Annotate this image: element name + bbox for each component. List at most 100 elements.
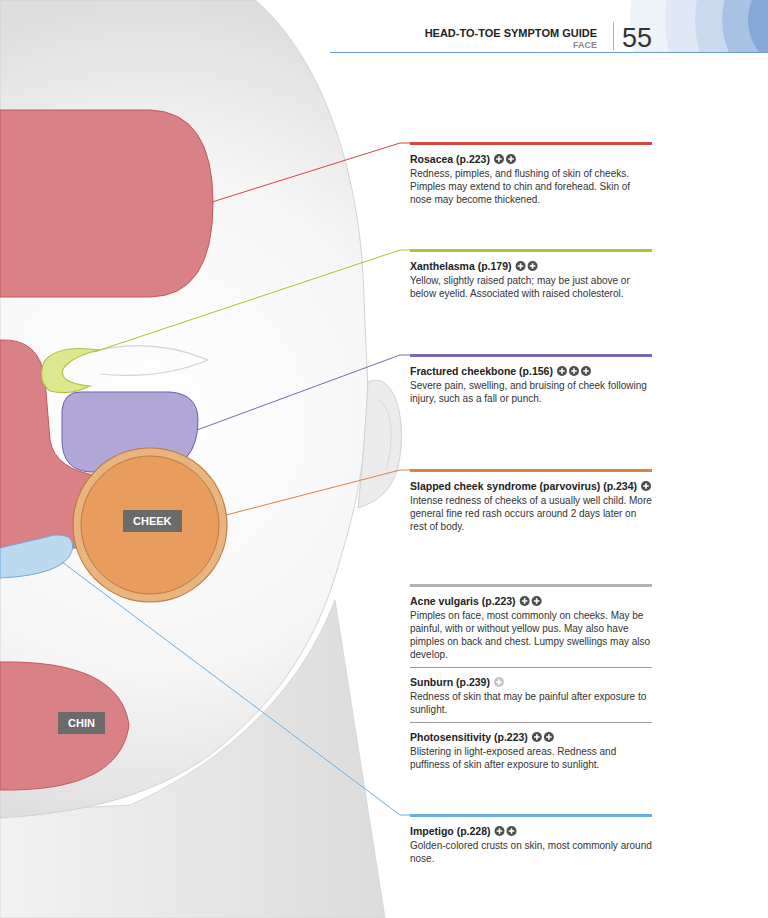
- corner-band: [665, 0, 768, 52]
- eye-outline: [92, 346, 208, 376]
- severity-icon-plus: [509, 828, 515, 834]
- severity-icon-plus: [496, 679, 502, 685]
- severity-icon-disc: [557, 366, 567, 376]
- ear: [358, 380, 401, 508]
- severity-icon-plus: [534, 598, 540, 604]
- lip-region: [0, 535, 73, 578]
- body-block: Redness, pimples, and flushing of skin o…: [410, 167, 652, 206]
- heading-block: Fractured cheekbone (p.156): [410, 361, 652, 379]
- severity-icon-disc: [532, 732, 542, 742]
- region-label: CHEEK: [123, 510, 182, 532]
- severity-icon: [532, 732, 542, 742]
- symptom-description: Golden-colored crusts on skin, most comm…: [410, 839, 652, 865]
- severity-icon: [569, 366, 579, 376]
- symptom-heading: Rosacea (p.223): [410, 153, 490, 165]
- severity-icon: [528, 261, 538, 271]
- severity-icon-plus: [496, 156, 502, 162]
- severity-icon-disc: [532, 596, 542, 606]
- severity-icon-plus: [508, 156, 514, 162]
- body-block: Severe pain, swelling, and bruising of c…: [410, 379, 652, 405]
- body-block: Blistering in light-exposed areas. Redne…: [410, 745, 652, 771]
- symptom-description: Redness of skin that may be painful afte…: [410, 690, 652, 716]
- severity-icon-disc: [544, 732, 554, 742]
- severity-icon: [544, 732, 554, 742]
- severity-icon: [516, 261, 526, 271]
- leader-line: [94, 250, 410, 352]
- severity-icon: [507, 826, 517, 836]
- symptom-heading: Sunburn (p.239): [410, 676, 490, 688]
- symptom-description: Blistering in light-exposed areas. Redne…: [410, 745, 652, 771]
- symptom-heading: Impetigo (p.228): [410, 825, 491, 837]
- symptom-callout: Sunburn (p.239) Redness of skin that may …: [410, 667, 652, 716]
- symptom-callout: Fractured cheekbone (p.156) Severe pain, …: [410, 354, 652, 405]
- severity-icon-disc: [641, 481, 651, 491]
- cheek-region-outer: [73, 448, 227, 602]
- symptom-heading: Fractured cheekbone (p.156): [410, 365, 553, 377]
- symptom-callout: Impetigo (p.228) Golden-colored crusts on…: [410, 814, 652, 865]
- heading-block: Slapped cheek syndrome (parvovirus) (p.2…: [410, 476, 652, 494]
- severity-icon-plus: [546, 734, 552, 740]
- forehead-region: [0, 110, 213, 297]
- severity-icon: [532, 596, 542, 606]
- severity-icon: [494, 677, 504, 687]
- leader-line: [226, 470, 410, 515]
- leader-line: [212, 143, 410, 202]
- symptom-heading: Slapped cheek syndrome (parvovirus) (p.2…: [410, 480, 637, 492]
- eyelid-region: [42, 349, 100, 393]
- body-block: Golden-colored crusts on skin, most comm…: [410, 839, 652, 865]
- symptom-callout: Rosacea (p.223) Redness, pimples, and flu…: [410, 142, 652, 206]
- symptom-description: Severe pain, swelling, and bruising of c…: [410, 379, 652, 405]
- severity-icon: [581, 366, 591, 376]
- severity-icon-disc: [494, 154, 504, 164]
- region-label-text: CHIN: [68, 717, 95, 729]
- symptom-heading: Photosensitivity (p.223): [410, 731, 528, 743]
- heading-block: Impetigo (p.228): [410, 821, 652, 839]
- symptom-heading: Acne vulgaris (p.223): [410, 595, 516, 607]
- severity-icon-plus: [530, 263, 536, 269]
- severity-icon-plus: [497, 828, 503, 834]
- severity-icon-disc: [528, 261, 538, 271]
- symptom-heading: Xanthelasma (p.179): [410, 260, 512, 272]
- heading-block: Sunburn (p.239): [410, 672, 652, 690]
- severity-icon: [506, 154, 516, 164]
- body-block: Intense redness of cheeks of a usually w…: [410, 494, 652, 533]
- body-block: Pimples on face, most commonly on cheeks…: [410, 609, 652, 661]
- symptom-description: Pimples on face, most commonly on cheeks…: [410, 609, 652, 661]
- heading-block: Acne vulgaris (p.223): [410, 591, 652, 609]
- severity-icon: [494, 154, 504, 164]
- corner-band: [748, 0, 768, 52]
- severity-icon: [641, 481, 651, 491]
- severity-icon-disc: [507, 826, 517, 836]
- severity-icon-plus: [518, 263, 524, 269]
- symptom-callout: Acne vulgaris (p.223) Pimples on face, mo…: [410, 584, 652, 661]
- chin-region: [0, 662, 129, 790]
- severity-icon-disc: [581, 366, 591, 376]
- symptom-description: Redness, pimples, and flushing of skin o…: [410, 167, 652, 206]
- cheek-region: [81, 456, 219, 594]
- region-label: CHIN: [58, 712, 105, 734]
- severity-icon-disc: [520, 596, 530, 606]
- head: [0, 0, 368, 818]
- section-subtitle: FACE: [573, 40, 597, 50]
- severity-icon-disc: [516, 261, 526, 271]
- corner-band: [722, 0, 768, 52]
- severity-icon-plus: [534, 734, 540, 740]
- page-number: 55: [622, 23, 652, 54]
- symptom-description: Yellow, slightly raised patch; may be ju…: [410, 274, 652, 300]
- severity-icon-plus: [583, 368, 589, 374]
- corner-band: [695, 0, 768, 52]
- severity-icon-plus: [522, 598, 528, 604]
- leader-line: [62, 562, 410, 815]
- symptom-callout: Slapped cheek syndrome (parvovirus) (p.2…: [410, 469, 652, 533]
- severity-icon-disc: [495, 826, 505, 836]
- body-block: Redness of skin that may be painful afte…: [410, 690, 652, 716]
- ear-fold: [378, 400, 391, 470]
- header-divider: [613, 22, 614, 50]
- symptom-callout: Xanthelasma (p.179) Yellow, slightly rais…: [410, 249, 652, 300]
- body-block: Yellow, slightly raised patch; may be ju…: [410, 274, 652, 300]
- severity-icon-disc: [569, 366, 579, 376]
- severity-icon-plus: [559, 368, 565, 374]
- severity-icon-plus: [643, 483, 649, 489]
